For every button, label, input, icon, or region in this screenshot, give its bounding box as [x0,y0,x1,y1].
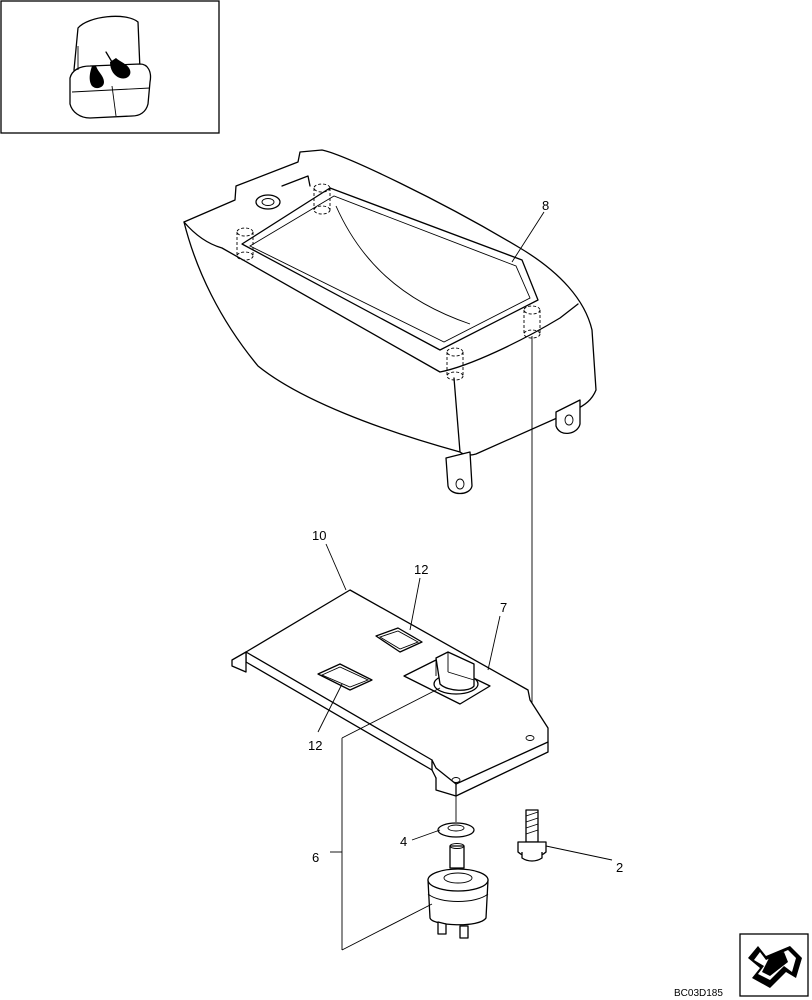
callout-7: 7 [500,600,507,615]
callout-6: 6 [312,850,319,865]
part-2-screw [517,809,547,862]
part-6-switch-body [427,843,489,939]
callout-4: 4 [400,834,407,849]
callout-12-upper: 12 [414,562,428,577]
callout-2: 2 [616,860,623,875]
callout-10: 10 [312,528,326,543]
part-4-washer [437,796,475,838]
boss-hidden [236,183,541,381]
part-10-bracket [231,589,549,797]
callout-12-lower: 12 [308,738,322,753]
locator-thumbnail [0,0,220,134]
drawing-code: BC03D185 [674,988,723,999]
part-8-cover [183,149,597,495]
next-page-arrow-icon[interactable] [739,933,809,997]
callout-8: 8 [542,198,549,213]
part-7-switch [433,651,479,695]
callout-labels: 8 10 12 7 12 6 4 2 [308,198,623,875]
leader-lines [317,211,613,951]
machine-locator-icon [69,15,152,119]
